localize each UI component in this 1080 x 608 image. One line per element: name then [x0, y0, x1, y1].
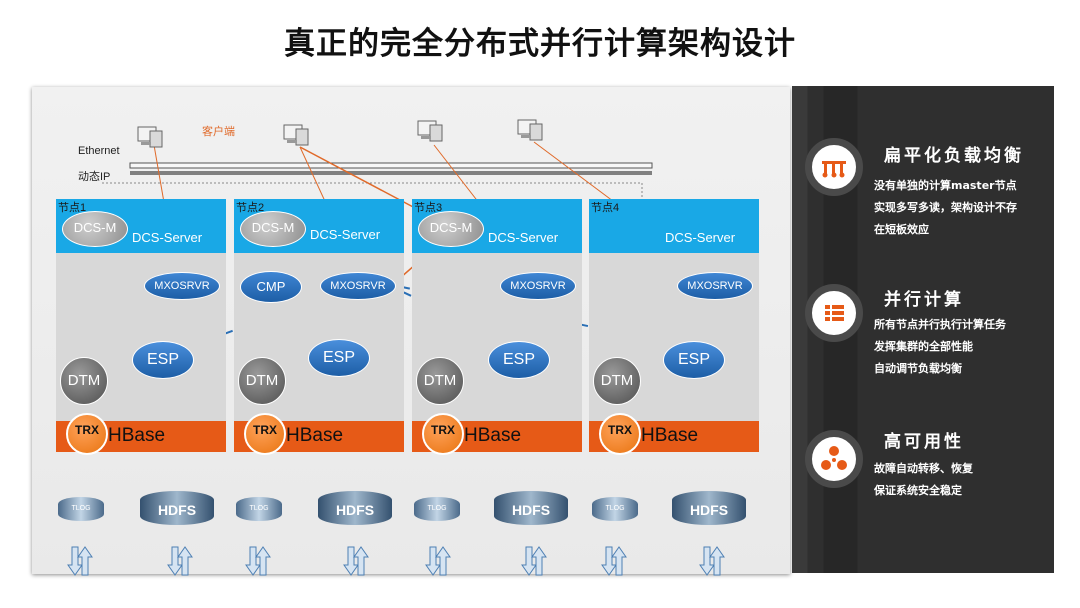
dcs-server-label: DCS-Server: [488, 230, 559, 245]
feature-text: 在短板效应: [874, 223, 929, 236]
hbase-label: HBase: [108, 425, 166, 446]
client-computer-icon: [516, 118, 546, 142]
dtm-badge: DTM: [593, 357, 641, 405]
dcs-server-label: DCS-Server: [665, 230, 736, 245]
node-label: 节点3: [414, 202, 443, 214]
client-computer-icon: [416, 119, 446, 143]
trx-badge: TRX: [66, 413, 108, 455]
architecture-diagram: 客户端 Ethernet 动态IP 节点1 DCS-M DCS-Server M…: [32, 87, 790, 577]
dcs-m-badge: DCS-M: [62, 211, 128, 247]
hdfs-disk: HDFS: [140, 491, 214, 525]
node-label: 节点1: [58, 202, 87, 214]
client-computer-icon: [282, 123, 312, 147]
trx-badge: TRX: [599, 413, 641, 455]
mxosrvr-badge: MXOSRVR: [677, 272, 753, 300]
cluster-nodes-icon: [805, 430, 863, 488]
dcs-m-badge: DCS-M: [240, 211, 306, 247]
trx-badge: TRX: [244, 413, 286, 455]
data-flow-arrows-icon: [66, 545, 96, 577]
dtm-badge: DTM: [238, 357, 286, 405]
feature-text: 保证系统安全稳定: [874, 484, 962, 497]
feature-text: 没有单独的计算master节点: [874, 179, 1017, 192]
feature-title: 并行计算: [884, 290, 964, 310]
trx-badge: TRX: [422, 413, 464, 455]
node-1: 节点1 DCS-M DCS-Server MXOSRVR ESP DTM TRX…: [56, 199, 226, 455]
dtm-badge: DTM: [60, 357, 108, 405]
dcs-server-label: DCS-Server: [310, 227, 381, 242]
load-balance-icon: [805, 138, 863, 196]
node-label: 节点4: [591, 202, 620, 214]
mxosrvr-badge: MXOSRVR: [144, 272, 220, 300]
node-3: 节点3 DCS-M DCS-Server MXOSRVR ESP DTM TRX…: [412, 199, 582, 455]
esp-badge: ESP: [488, 341, 550, 379]
feature-title: 扁平化负载均衡: [884, 146, 1024, 166]
feature-text: 发挥集群的全部性能: [874, 340, 973, 353]
hbase-label: HBase: [641, 425, 699, 446]
feature-text: 实现多写多读，架构设计不存: [874, 201, 1017, 214]
feature-title: 高可用性: [884, 432, 964, 452]
dcs-server-label: DCS-Server: [132, 230, 203, 245]
node-2: 节点2 DCS-M DCS-Server CMP MXOSRVR ESP DTM…: [234, 199, 404, 455]
hbase-bar: TRX HBase: [234, 413, 404, 455]
feature-text: 自动调节负载均衡: [874, 362, 962, 375]
feature-panel: 扁平化负载均衡 没有单独的计算master节点 实现多写多读，架构设计不存 在短…: [792, 86, 1054, 573]
esp-badge: ESP: [663, 341, 725, 379]
node-label: 节点2: [236, 202, 265, 214]
data-flow-arrows-icon: [424, 545, 454, 577]
hbase-label: HBase: [464, 425, 522, 446]
mxosrvr-badge: MXOSRVR: [500, 272, 576, 300]
dynamic-ip-label: 动态IP: [78, 171, 111, 183]
hbase-bar: TRX HBase: [412, 413, 582, 455]
data-flow-arrows-icon: [342, 545, 372, 577]
ethernet-label: Ethernet: [78, 145, 120, 157]
hdfs-disk: HDFS: [318, 491, 392, 525]
node-header: [589, 199, 759, 253]
cmp-badge: CMP: [240, 271, 302, 303]
dtm-badge: DTM: [416, 357, 464, 405]
hdfs-disk: HDFS: [494, 491, 568, 525]
data-flow-arrows-icon: [698, 545, 728, 577]
tlog-disk: TLOG: [592, 497, 638, 521]
mxosrvr-badge: MXOSRVR: [320, 272, 396, 300]
hdfs-disk: HDFS: [672, 491, 746, 525]
hbase-bar: TRX HBase: [56, 413, 226, 455]
feature-text: 所有节点并行执行计算任务: [874, 318, 1006, 331]
feature-text: 故障自动转移、恢复: [874, 462, 973, 475]
dcs-m-badge: DCS-M: [418, 211, 484, 247]
client-computer-icon: [136, 125, 166, 149]
data-flow-arrows-icon: [600, 545, 630, 577]
tlog-disk: TLOG: [414, 497, 460, 521]
data-flow-arrows-icon: [244, 545, 274, 577]
data-flow-arrows-icon: [520, 545, 550, 577]
page-title: 真正的完全分布式并行计算架构设计: [284, 26, 796, 62]
hbase-bar: TRX HBase: [589, 413, 759, 455]
node-4: 节点4 DCS-Server MXOSRVR ESP DTM TRX HBase: [589, 199, 759, 455]
esp-badge: ESP: [308, 339, 370, 377]
data-flow-arrows-icon: [166, 545, 196, 577]
hbase-label: HBase: [286, 425, 344, 446]
client-label: 客户端: [202, 126, 235, 138]
tlog-disk: TLOG: [58, 497, 104, 521]
parallel-list-icon: [805, 284, 863, 342]
esp-badge: ESP: [132, 341, 194, 379]
tlog-disk: TLOG: [236, 497, 282, 521]
